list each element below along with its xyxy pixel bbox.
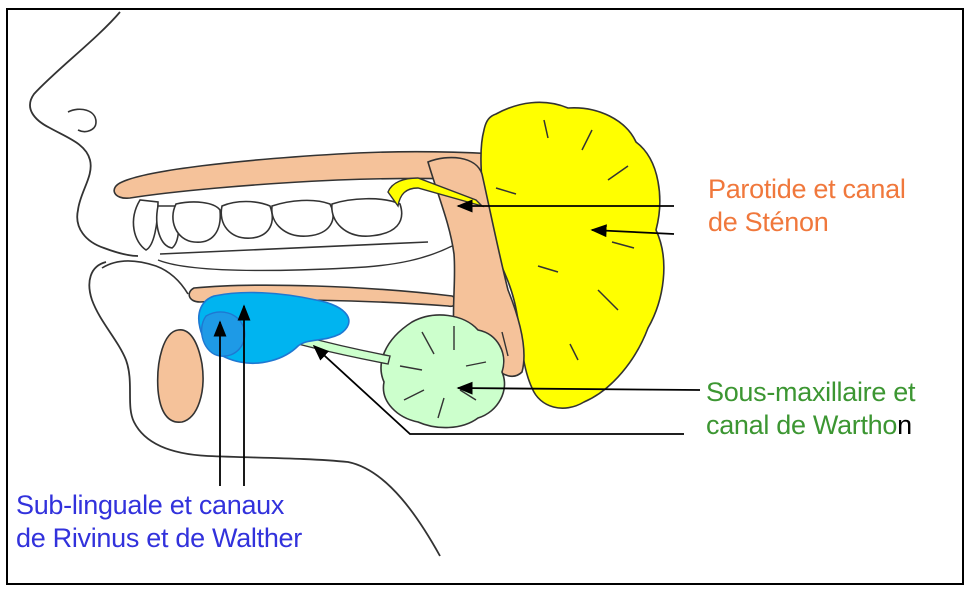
submandibular-label-line1: Sous-maxillaire et — [706, 376, 915, 409]
sublingual-label-line1: Sub-linguale et canaux — [16, 489, 302, 522]
parotid-label: Parotide et canal de Sténon — [708, 173, 906, 239]
parotid-label-line1: Parotide et canal — [708, 173, 906, 206]
mouth-line — [160, 242, 428, 254]
nostril-outline — [68, 109, 96, 131]
lower-lip-outline — [102, 261, 188, 294]
submandibular-label-line2: canal de Warthon — [706, 409, 915, 442]
sublingual-label-line2: de Rivinus et de Walther — [16, 522, 302, 555]
sublingual-gland-lobe — [202, 312, 245, 356]
parotid-label-line2: de Sténon — [708, 206, 906, 239]
submandibular-label-line2-end: n — [897, 410, 912, 440]
sublingual-label: Sub-linguale et canaux de Rivinus et de … — [16, 489, 302, 555]
submandibular-label: Sous-maxillaire et canal de Warthon — [706, 376, 915, 442]
submandibular-gland — [381, 315, 504, 428]
submandibular-label-line2-main: canal de Wartho — [706, 410, 897, 440]
diagram-frame: Parotide et canal de Sténon Sous-maxilla… — [6, 8, 964, 585]
tongue-outline — [158, 246, 452, 270]
upper-teeth — [133, 199, 401, 250]
mandible-symphysis — [158, 330, 203, 422]
face-profile-outline — [30, 12, 138, 256]
